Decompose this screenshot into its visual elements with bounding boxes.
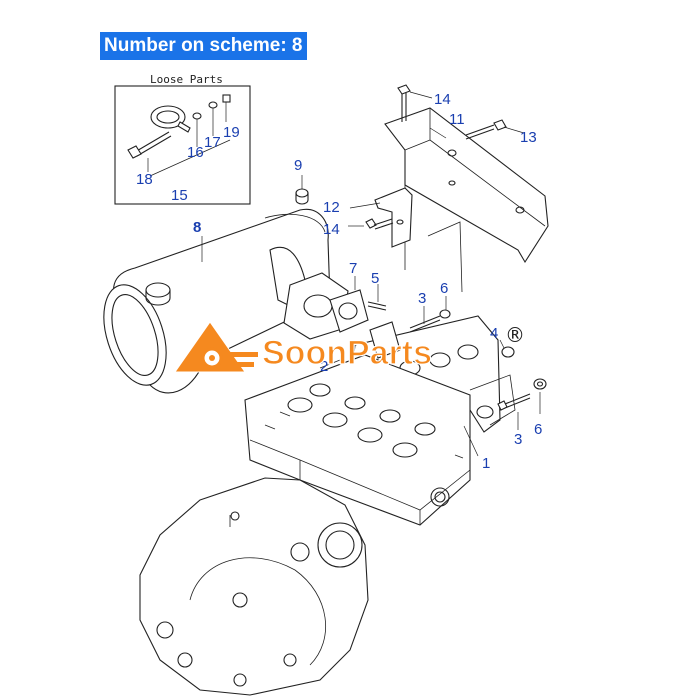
callout-6-upper: 6: [440, 280, 448, 297]
bolt-14-lower: [348, 218, 394, 230]
gasket-7: [329, 276, 369, 333]
callout-13: 13: [520, 129, 537, 146]
soonparts-logo-icon: [174, 321, 258, 373]
callout-19: 19: [223, 124, 240, 141]
flywheel-housing: [139, 477, 369, 696]
bolt-14-top: [397, 84, 433, 122]
cylinder-head: [244, 354, 471, 526]
soonparts-watermark: SoonParts ®: [174, 321, 525, 373]
callout-11: 11: [449, 111, 465, 128]
callout-7: 7: [349, 260, 357, 277]
callout-2: 2: [320, 358, 328, 375]
callout-6-lower: 6: [534, 421, 542, 438]
loose-parts-title: Loose Parts: [150, 73, 223, 86]
callout-14-top: 14: [434, 91, 451, 108]
registered-mark: ®: [505, 323, 525, 347]
callout-8: 8: [193, 219, 201, 236]
fasteners-lower: [497, 339, 547, 430]
callout-18: 18: [136, 171, 153, 188]
callout-1: 1: [482, 455, 490, 472]
scheme-number-header: Number on scheme: 8: [100, 32, 307, 60]
callout-15: 15: [171, 187, 188, 204]
leader-lines: [201, 127, 479, 457]
loose-parts-box: Loose Parts: [114, 73, 251, 205]
callout-12: 12: [323, 199, 340, 216]
callout-16: 16: [187, 144, 204, 161]
part-9: [295, 175, 309, 205]
callout-9: 9: [294, 157, 302, 174]
muffler: [103, 208, 349, 394]
callout-5: 5: [371, 270, 379, 287]
callout-3-lower: 3: [514, 431, 522, 448]
callout-17: 17: [204, 134, 221, 151]
callout-14-lower: 14: [323, 221, 340, 238]
callout-4: 4: [490, 325, 498, 342]
fasteners-upper: [367, 284, 451, 333]
callout-3-upper: 3: [418, 290, 426, 307]
bolt-13: [465, 119, 525, 140]
watermark-text: SoonParts: [262, 334, 432, 372]
bracket-12: [349, 187, 413, 248]
